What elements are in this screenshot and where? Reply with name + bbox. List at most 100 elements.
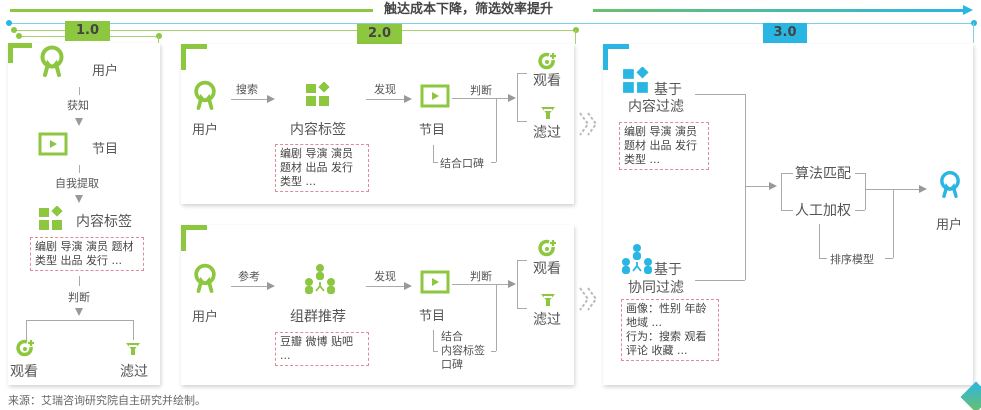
combine-line: 结合 [441, 330, 463, 343]
program-icon [38, 132, 68, 156]
v1-watch-label: 观看 [10, 364, 38, 380]
arrow-right [508, 94, 516, 102]
content-tags-icon [306, 82, 330, 106]
user-icon [194, 80, 216, 110]
corner-decoration [960, 381, 981, 410]
arrow-down [75, 195, 83, 203]
connector [79, 87, 80, 95]
connector [433, 351, 438, 352]
tag-line: 类型 ... [280, 175, 316, 188]
filter-icon [541, 107, 555, 119]
panel-corner-marker [181, 44, 207, 70]
tag-line: 类型 出品 发行 ... [35, 254, 122, 267]
connector [366, 99, 404, 100]
combine-line: 内容标签 [441, 344, 485, 357]
v3-collab-tags-box: 画像：性别 年龄 地域 ... 行为：搜索 观看 评论 收藏 ... [621, 299, 719, 361]
v2b-combine-label: 结合 内容标签 口碑 [441, 330, 485, 372]
connector [819, 258, 827, 259]
arrow-right [267, 282, 275, 290]
v3-bracket-dot-left [6, 20, 12, 26]
arrow-right [769, 182, 777, 190]
connector [26, 320, 133, 321]
v2a-tags-box: 编剧 导演 演员 题材 出品 发行 类型 ... [275, 144, 369, 192]
connector [433, 145, 434, 162]
connector [231, 99, 267, 100]
tag-line: 题材 出品 发行 [280, 161, 353, 174]
panel-corner-marker [8, 43, 32, 63]
connector [366, 286, 404, 287]
v2b-filter-label: 滤过 [533, 312, 561, 328]
v2-bracket-dot-right [573, 27, 579, 33]
v2b-discover-label: 发现 [374, 270, 396, 283]
v1-bracket-dot-right [156, 33, 162, 39]
v1-step-acquire: 获知 [67, 99, 89, 112]
program-icon [420, 270, 450, 294]
v1-tags-box: 编剧 导演 演员 题材 类型 出品 发行 ... [30, 237, 144, 271]
chevron-double-right-icon [579, 112, 598, 136]
arrow-right [404, 282, 412, 290]
tag-line: 类型 ... [624, 153, 660, 166]
v2b-judge-label: 判断 [470, 270, 492, 283]
connector [491, 162, 496, 163]
source-note: 来源：艾瑞咨询研究院自主研究并绘制。 [8, 394, 206, 407]
connector [893, 189, 894, 258]
v3-content-filter-line1: 基于 [654, 82, 682, 98]
v2a-filter-label: 滤过 [533, 125, 561, 141]
content-filter-icon [623, 67, 649, 93]
v3-bracket-tick-right [973, 23, 974, 43]
connector [865, 189, 919, 190]
connector [452, 284, 508, 285]
chevron-double-right-icon [579, 287, 598, 311]
v2b-watch-label: 观看 [533, 261, 561, 277]
panel-v2-search [181, 44, 574, 204]
connector [496, 98, 497, 162]
watch-icon [538, 52, 556, 70]
v1-user-label: 用户 [92, 64, 119, 79]
arrow-right [508, 280, 516, 288]
tag-line: 编剧 导演 演员 [280, 147, 353, 160]
connector [885, 258, 893, 259]
timeline-gradient-bar [593, 9, 965, 12]
v2b-reference-label: 参考 [238, 270, 260, 283]
connector [745, 94, 746, 280]
v2a-content-tags-label: 内容标签 [290, 122, 346, 138]
connector [781, 210, 793, 211]
connector [745, 186, 769, 187]
v2b-tags-box: 豆瓣 微博 贴吧 ... [275, 332, 369, 366]
v2a-judge-label: 判断 [470, 84, 492, 97]
tag-line: 画像：性别 年龄 [626, 302, 707, 315]
v2-bracket-line [13, 30, 576, 31]
combine-line: 口碑 [441, 358, 463, 371]
panel-corner-marker [181, 225, 207, 251]
tag-line: 编剧 导演 演员 [624, 125, 697, 138]
version-badge-3: 3.0 [763, 23, 807, 43]
tag-line: 地域 ... [626, 316, 662, 329]
connector [133, 320, 134, 340]
arrow-right [919, 185, 927, 193]
connector [26, 320, 27, 340]
v3-content-tags-box: 编剧 导演 演员 题材 出品 发行 类型 ... [619, 122, 709, 170]
connector [517, 121, 527, 122]
connector [517, 260, 518, 308]
connector [231, 286, 267, 287]
connector [496, 284, 497, 351]
user-icon [940, 171, 960, 199]
v1-content-tags-label: 内容标签 [76, 214, 132, 230]
connector [517, 73, 518, 121]
timeline-green-bar [10, 9, 373, 12]
group-icon [305, 264, 335, 294]
v1-bracket-tick-right [158, 36, 159, 44]
arrow-right [267, 95, 275, 103]
filter-icon [126, 343, 140, 355]
collab-filter-icon [622, 244, 652, 274]
watch-icon [16, 339, 34, 357]
v3-ranking-model-label: 排序模型 [830, 253, 874, 266]
connector [517, 308, 527, 309]
connector [79, 165, 80, 173]
panel-v2-group [181, 225, 574, 385]
v3-collab-filter-line2: 协同过滤 [628, 280, 684, 296]
v1-step-self-extract: 自我提取 [55, 177, 99, 190]
connector [433, 162, 438, 163]
v3-user-label: 用户 [936, 218, 963, 233]
user-icon [40, 45, 64, 77]
